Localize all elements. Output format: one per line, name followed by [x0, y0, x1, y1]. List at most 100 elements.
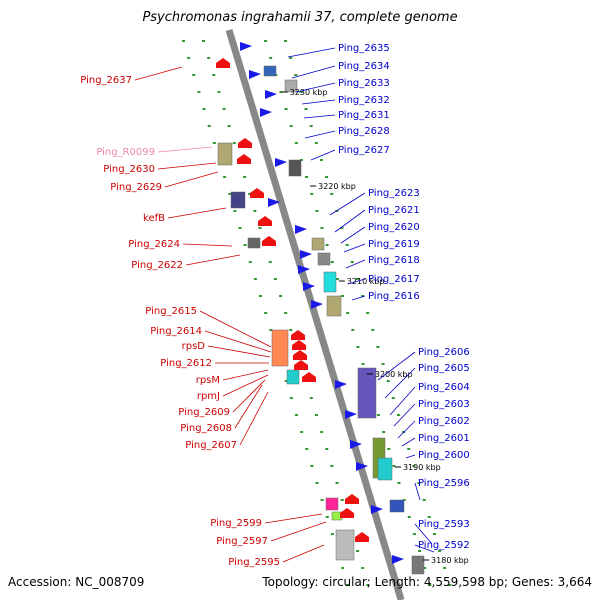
track-dot [330, 533, 334, 535]
forward-gene [371, 505, 383, 514]
forward-gene [275, 158, 287, 167]
track-dot [361, 363, 365, 365]
track-dot [382, 431, 386, 433]
track-dot [212, 74, 216, 76]
track-dot [427, 516, 431, 518]
leader-line [185, 254, 241, 266]
track-dot [300, 431, 304, 433]
track-dot [289, 125, 293, 127]
track-dot [417, 482, 421, 484]
gene-label-ping_2630: Ping_2630 [103, 164, 155, 175]
track-dot [381, 363, 385, 365]
leader-line [282, 544, 325, 563]
track-dot [299, 91, 303, 93]
track-dot [428, 584, 432, 586]
track-dot [238, 227, 242, 229]
leader-line [304, 130, 336, 139]
track-dot [340, 227, 344, 229]
track-dot [202, 40, 206, 42]
leader-line [295, 82, 336, 93]
track-dot [269, 329, 273, 331]
gene-label-ping_2632: Ping_2632 [338, 95, 390, 106]
track-dot [438, 550, 442, 552]
gene-label-ping_2606: Ping_2606 [418, 347, 470, 358]
track-dot [351, 329, 355, 331]
leader-line [157, 146, 213, 153]
reverse-gene [258, 216, 272, 226]
reverse-gene [238, 138, 252, 148]
track-dot [304, 108, 308, 110]
gene-block [389, 499, 405, 513]
leader-line [389, 386, 416, 416]
track-dot [294, 74, 298, 76]
reverse-gene [292, 340, 306, 350]
track-dot [258, 227, 262, 229]
gene-label-ping_2612: Ping_2612 [160, 358, 212, 369]
track-dot [264, 40, 268, 42]
track-dot [335, 482, 339, 484]
track-dot [356, 550, 360, 552]
track-dot [422, 499, 426, 501]
track-dot [361, 295, 365, 297]
reverse-gene [340, 508, 354, 518]
track-dot [355, 278, 359, 280]
forward-gene [268, 198, 280, 207]
gene-label-ping_2627: Ping_2627 [338, 145, 390, 156]
track-dot [284, 108, 288, 110]
track-dot [325, 176, 329, 178]
track-dot [345, 244, 349, 246]
track-dot [320, 431, 324, 433]
gene-label-ping_2634: Ping_2634 [338, 61, 390, 72]
track-dot [376, 346, 380, 348]
gene-label-rpmj: rpmJ [197, 391, 220, 402]
gene-label-ping_2631: Ping_2631 [338, 110, 390, 121]
track-dot [341, 295, 345, 297]
gene-block [263, 65, 277, 77]
gene-label-ping_2617: Ping_2617 [368, 274, 420, 285]
leader-line [414, 544, 435, 553]
reverse-gene [302, 372, 316, 382]
gene-label-ping_2633: Ping_2633 [338, 78, 390, 89]
leader-line [340, 226, 366, 244]
track-dot [350, 261, 354, 263]
leader-line [182, 243, 233, 247]
forward-gene [298, 265, 310, 274]
track-dot [310, 465, 314, 467]
gene-label-ping_2622: Ping_2622 [131, 260, 183, 271]
leader-line [222, 369, 269, 381]
forward-gene [260, 108, 272, 117]
gene-label-ping_2609: Ping_2609 [178, 407, 230, 418]
reverse-gene [345, 494, 359, 504]
track-dot [314, 142, 318, 144]
track-dot [197, 91, 201, 93]
track-dot [273, 278, 277, 280]
gene-label-ping_2621: Ping_2621 [368, 205, 420, 216]
track-dot [253, 278, 257, 280]
forward-gene [345, 410, 357, 419]
leader-line [287, 47, 336, 58]
reverse-gene [293, 350, 307, 360]
track-dot [182, 40, 186, 42]
leader-line [347, 278, 366, 285]
gene-label-rpsm: rpsM [196, 375, 220, 386]
track-dot [305, 176, 309, 178]
track-dot [248, 193, 252, 195]
forward-gene [303, 282, 315, 291]
gene-label-ping_2601: Ping_2601 [418, 433, 470, 444]
track-dot [341, 567, 345, 569]
map-title: Psychromonas ingrahamii 37, complete gen… [142, 10, 458, 25]
gene-label-ping_2615: Ping_2615 [145, 306, 197, 317]
forward-gene [249, 70, 261, 79]
gene-label-ping_2614: Ping_2614 [150, 326, 202, 337]
track-dot [325, 516, 329, 518]
leader-line [414, 523, 433, 545]
gene-label-ping_2595: Ping_2595 [228, 557, 280, 568]
gene-label-ping_2637: Ping_2637 [80, 75, 132, 86]
track-dot [289, 57, 293, 59]
reverse-gene [291, 330, 305, 340]
track-dot [268, 261, 272, 263]
track-dot [315, 482, 319, 484]
gene-block [217, 142, 233, 166]
gene-label-ping_2593: Ping_2593 [418, 519, 470, 530]
